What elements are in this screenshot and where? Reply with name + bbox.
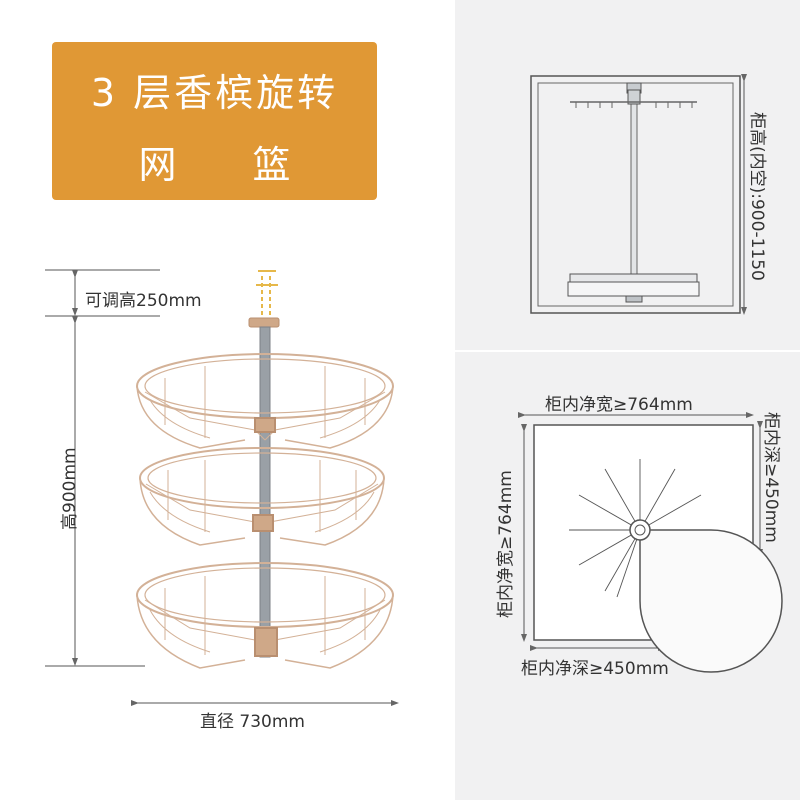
adjustable-top [256,270,278,318]
adjustable-height-label: 可调高250mm [85,291,202,311]
dimension-lines-left [45,269,399,706]
plan-left-width-label: 柜内净宽≥764mm [496,470,516,618]
cabinet-plan-view [518,412,783,673]
total-height-label: 高900mm [60,447,80,530]
title-line-2: 网 篮 [138,143,323,187]
basket-tier-3 [136,562,394,669]
basket-tier-2 [139,447,385,546]
basket-tier-1 [136,353,394,449]
rotating-basket [136,270,394,669]
diameter-label: 直径 730mm [200,712,305,732]
cabinet-height-label: 柜高(内空):900-1150 [747,112,767,281]
plan-bottom-depth-label: 柜内净深≥450mm [521,659,669,679]
plan-right-depth-label: 柜内深≥450mm [761,412,781,543]
title-banner: 3 层香槟旋转 网 篮 [52,42,377,200]
plan-top-width-label: 柜内净宽≥764mm [545,395,693,415]
cabinet-front-view [530,74,747,315]
title-line-1: 3 层香槟旋转 [90,71,339,115]
